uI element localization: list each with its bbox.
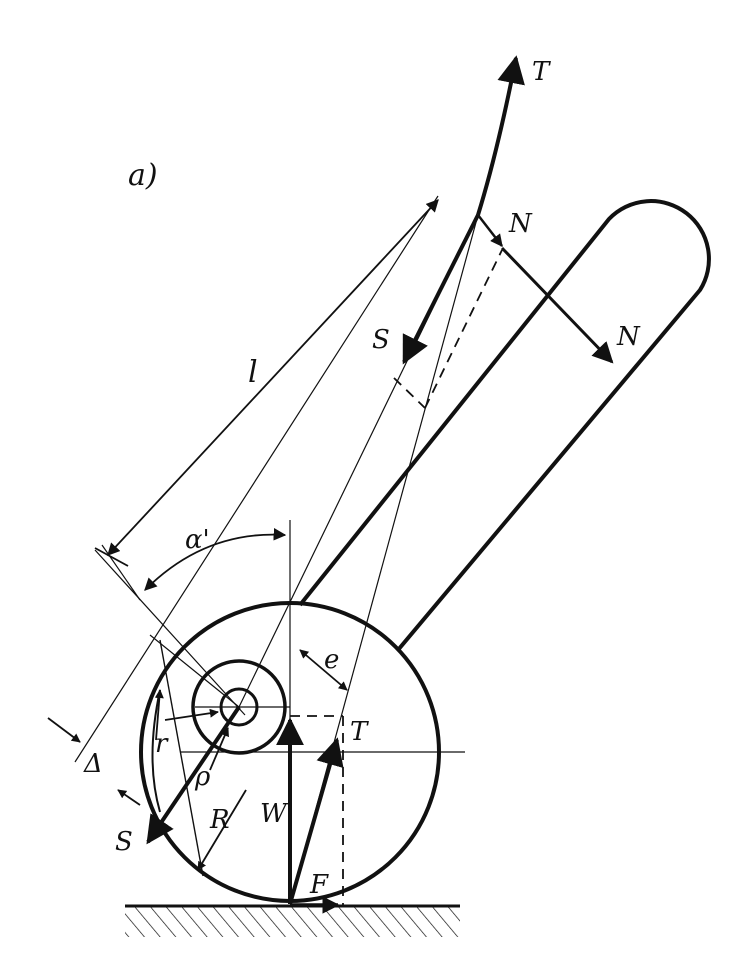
construction-lines xyxy=(74,195,479,905)
panel-label: a) xyxy=(128,158,158,193)
label-T-top: T xyxy=(532,57,551,87)
label-F: F xyxy=(309,870,329,900)
label-delta: Δ xyxy=(83,749,103,779)
handle-arm xyxy=(298,199,711,652)
labels: a) T N N S l α' e T Δ r ρ R W S F xyxy=(83,57,641,900)
label-e: e xyxy=(324,645,339,675)
force-vectors xyxy=(146,55,614,914)
label-T-mid: T xyxy=(350,717,369,747)
label-l: l xyxy=(248,355,258,390)
label-W: W xyxy=(260,799,289,829)
label-N-upper: N xyxy=(508,209,533,239)
dimension-arrows xyxy=(47,199,439,871)
label-R: R xyxy=(209,805,230,835)
label-S-lower: S xyxy=(115,827,133,857)
label-S-upper: S xyxy=(372,325,390,355)
label-r: r xyxy=(155,729,169,759)
label-rho: ρ xyxy=(194,762,211,792)
label-alpha: α' xyxy=(185,525,210,555)
ground xyxy=(125,904,460,937)
label-N-lower: N xyxy=(616,322,641,352)
